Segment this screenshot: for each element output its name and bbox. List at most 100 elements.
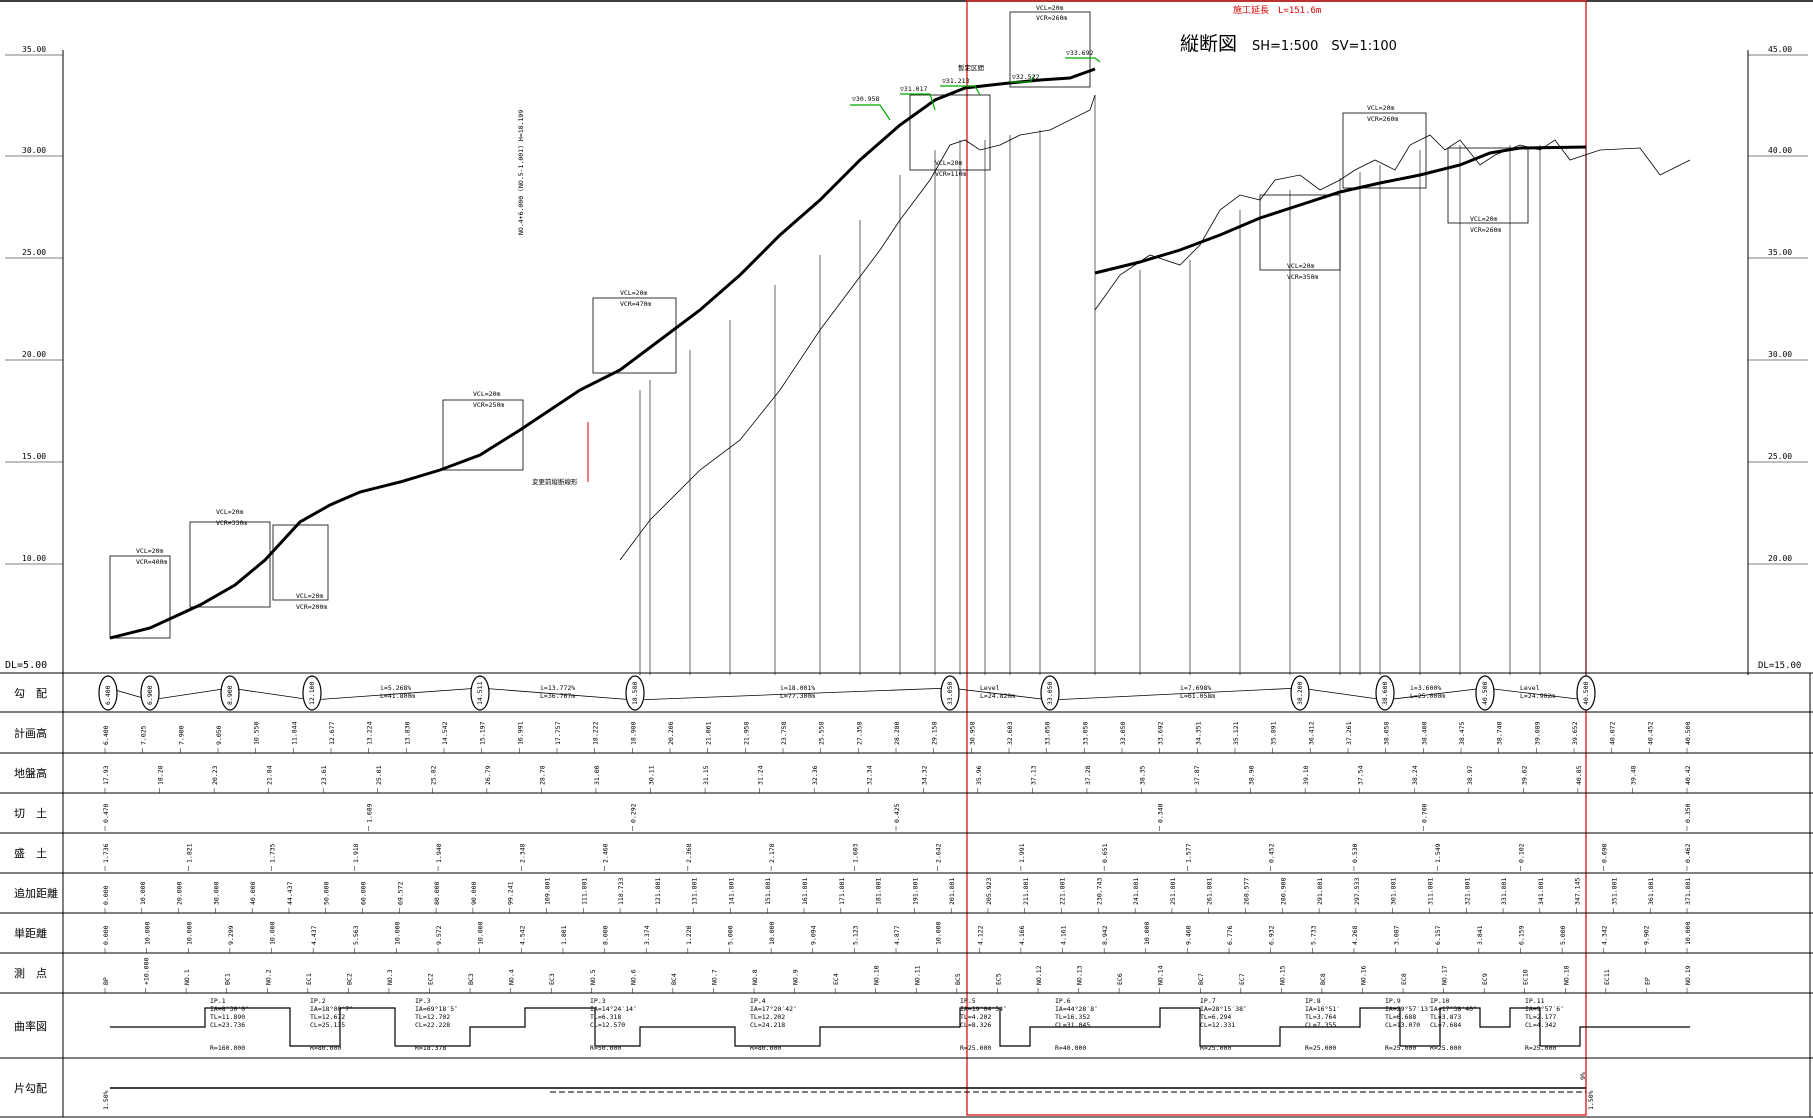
- gradient-node-label: 33.050: [1046, 681, 1054, 705]
- gradient-node-label: 6.400: [104, 685, 112, 705]
- ground-height-value: 37.54: [1357, 765, 1365, 785]
- right-tick-label: 30.00: [1768, 350, 1792, 359]
- gradient-node-label: 38.200: [1296, 681, 1304, 705]
- vcl-label: VCL=20m: [216, 508, 243, 516]
- planned-height-value: 33.050: [1081, 721, 1089, 745]
- cumulative-distance-value: 80.000: [433, 881, 441, 905]
- unit-distance-value: 1.801: [560, 925, 568, 945]
- planned-height-value: 25.558: [818, 721, 826, 745]
- curve-tl-label: TL=3.764: [1305, 1013, 1336, 1021]
- right-tick-label: 20.00: [1768, 554, 1792, 563]
- fill-value: 0.690: [1601, 843, 1609, 863]
- ground-height-value: 38.90: [1248, 765, 1256, 785]
- planned-height-value: 21.061: [705, 721, 713, 745]
- fill-value: 1.577: [1184, 843, 1192, 863]
- curve-ia-label: IA=8°30′0″: [210, 1005, 249, 1013]
- curve-ip-label: IP.8: [1305, 997, 1321, 1005]
- unit-distance-value: 6.932: [1268, 925, 1276, 945]
- curve-r-label: R=25.000: [1525, 1044, 1556, 1052]
- unit-distance-value: 4.166: [1018, 925, 1026, 945]
- vcr-label: VCR=330m: [216, 519, 247, 527]
- elevation-mark: ▽31.213: [940, 77, 981, 96]
- ground-height-value: 38.97: [1466, 765, 1474, 785]
- cut-value: 0.425: [893, 803, 901, 823]
- gradient-node: 6.900: [140, 675, 160, 711]
- unit-distance-value: 6.157: [1434, 925, 1442, 945]
- station-value: BC3: [467, 973, 475, 985]
- cut-value: 1.689: [366, 803, 374, 823]
- fill-value: 1.991: [1018, 843, 1026, 863]
- vcl-label: VCL=20m: [1287, 262, 1314, 270]
- station-value: EC8: [1400, 973, 1408, 985]
- curve-cl-label: CL=8.326: [960, 1021, 991, 1029]
- curve-ip-label: IP.10: [1430, 997, 1450, 1005]
- planned-height-value: 28.280: [893, 721, 901, 745]
- gradient-node: 14.511: [470, 675, 490, 711]
- gradient-node-label: 33.050: [946, 681, 954, 705]
- curvature-diagram: [110, 1007, 1690, 1047]
- svg-text:▽33.692: ▽33.692: [1066, 49, 1093, 57]
- profile-station-lines: [639, 95, 1587, 675]
- station-value: NO.17: [1441, 965, 1449, 985]
- gradient-node: 33.050: [940, 675, 960, 711]
- ground-height-value: 37.87: [1193, 765, 1201, 785]
- station-value: NO.5: [589, 969, 597, 985]
- ground-height-value: 32.36: [811, 765, 819, 785]
- datum-left-label: DL=5.00: [5, 660, 47, 671]
- curve-ia-label: IA=28°15′38″: [1200, 1005, 1247, 1013]
- curve-cl-label: CL=7.684: [1430, 1021, 1461, 1029]
- fill-value: 1.821: [185, 843, 193, 863]
- cumulative-distance-value: 44.437: [286, 881, 294, 905]
- left-tick-label: 35.00: [22, 45, 46, 54]
- unit-distance-value: 9.572: [435, 925, 443, 945]
- unit-distance-value: 10.000: [1143, 921, 1151, 945]
- planned-height-value: 13.830: [403, 721, 411, 745]
- curve-ia-label: IA=44°28′8″: [1055, 1005, 1098, 1013]
- curve-tl-label: TL=12.672: [310, 1013, 345, 1021]
- elevation-mark: ▽30.958: [850, 95, 891, 121]
- curve-ia-label: IA=14°24′14″: [590, 1005, 637, 1013]
- cumulative-distance-value: 10.000: [139, 881, 147, 905]
- vcr-label: VCR=400m: [136, 558, 167, 566]
- curve-ip-label: IP.1: [210, 997, 226, 1005]
- row-label-cut: 切 土: [14, 807, 47, 820]
- cumulative-distance-value: 141.801: [727, 878, 735, 905]
- ground-height-value: 28.78: [538, 765, 546, 785]
- vertical-curve-box: VCL=20m VCR=330m: [189, 508, 271, 608]
- curve-ia-label: IA=17°38′40″: [1430, 1005, 1477, 1013]
- drawing-title: 縦断図: [1180, 33, 1237, 55]
- gradient-node: 40.500: [1576, 675, 1596, 711]
- curve-r-label: R=80.000: [750, 1044, 781, 1052]
- station-value: NO.11: [913, 965, 921, 985]
- station-value: BP: [102, 977, 110, 985]
- curve-ip-label: IP.7: [1200, 997, 1216, 1005]
- gradient-connector: [107, 687, 1587, 701]
- ground-height-value: 35.96: [975, 765, 983, 785]
- station-value: NO.7: [710, 969, 718, 985]
- cumulative-distance-value: 40.000: [249, 881, 257, 905]
- cumulative-distance-value: 351.801: [1610, 878, 1618, 905]
- vcl-label: VCL=20m: [473, 390, 500, 398]
- drawing-scale: SH=1:500 SV=1:100: [1252, 39, 1397, 54]
- curve-cl-label: CL=13.070: [1385, 1021, 1420, 1029]
- row-label-superelevation: 片勾配: [14, 1082, 47, 1095]
- vcl-label: VCL=20m: [296, 592, 323, 600]
- curve-ip-label: IP.4: [750, 997, 766, 1005]
- ground-height-value: 37.28: [1084, 765, 1092, 785]
- curve-ip-label: IP.3: [590, 997, 606, 1005]
- cumulative-distance-value: 361.801: [1647, 878, 1655, 905]
- station-value: NO.2: [264, 969, 272, 985]
- unit-distance-value: 10.000: [185, 921, 193, 945]
- planned-height-value: 30.958: [968, 721, 976, 745]
- curve-cl-label: CL=12.331: [1200, 1021, 1235, 1029]
- fill-value: 0.102: [1517, 843, 1525, 863]
- station-value: NO.9: [792, 969, 800, 985]
- planned-height-value: 40.500: [1684, 721, 1692, 745]
- unit-distance-value: 10.000: [269, 921, 277, 945]
- elevation-mark: ▽31.017: [900, 85, 936, 111]
- curve-tl-label: TL=4.202: [960, 1013, 991, 1021]
- vcr-label: VCR=110m: [935, 170, 966, 178]
- gradient-segment-label: i=3.600%: [1410, 684, 1441, 692]
